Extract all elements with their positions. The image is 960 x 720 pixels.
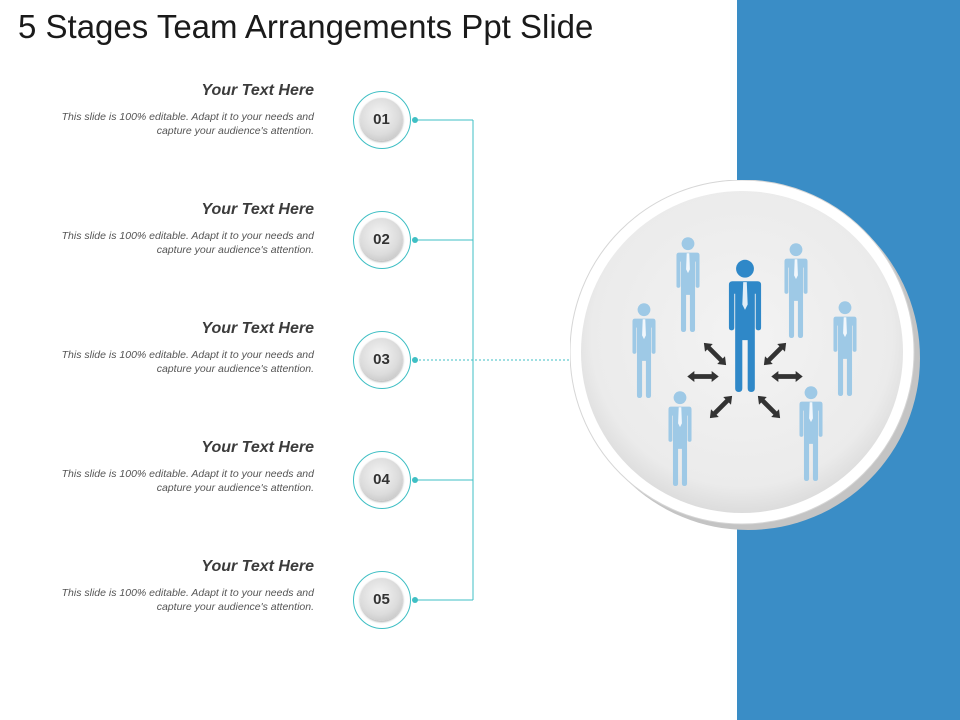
stage-description: This slide is 100% editable. Adapt it to… [61,111,314,137]
stage-number: 02 [373,231,390,248]
stage-number-badge-4: 04 [353,451,411,509]
stage-number-badge-3: 03 [353,331,411,389]
stage-number-badge-5: 05 [353,571,411,629]
stage-heading: Your Text Here [201,201,314,218]
stage-description: This slide is 100% editable. Adapt it to… [61,587,314,613]
stage-number: 01 [373,111,390,128]
stage-heading: Your Text Here [201,320,314,337]
stage-number-badge-1: 01 [353,91,411,149]
stage-number: 05 [373,591,390,608]
stage-number-badge-2: 02 [353,211,411,269]
stage-description: This slide is 100% editable. Adapt it to… [61,349,314,375]
slide-title: 5 Stages Team Arrangements Ppt Slide [18,8,594,45]
stage-description: This slide is 100% editable. Adapt it to… [61,468,314,494]
stage-number: 04 [373,471,390,488]
team-graphic [570,180,920,530]
stage-number: 03 [373,351,390,368]
stage-heading: Your Text Here [201,439,314,456]
stage-description: This slide is 100% editable. Adapt it to… [61,230,314,256]
stage-heading: Your Text Here [201,558,314,575]
stage-heading: Your Text Here [201,82,314,99]
